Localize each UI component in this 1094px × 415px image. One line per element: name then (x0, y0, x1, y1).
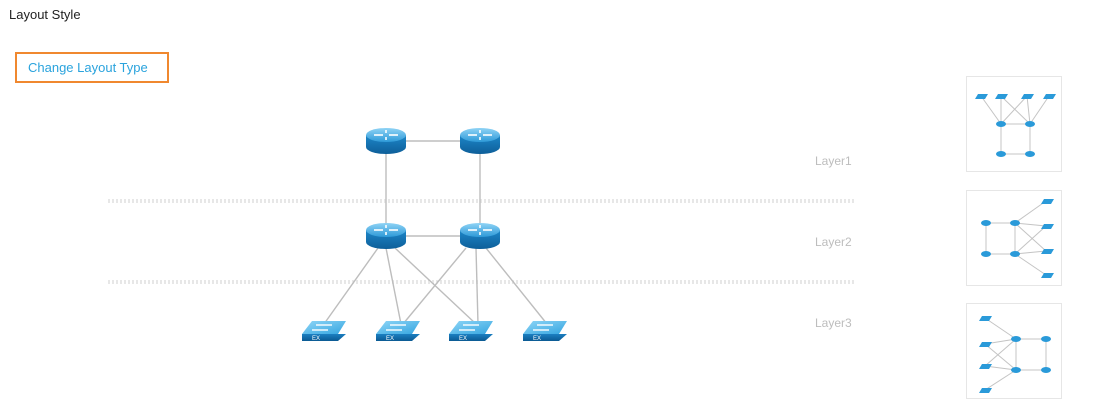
link (385, 247, 402, 325)
page-title: Layout Style (9, 7, 81, 22)
layout-option-mesh[interactable] (966, 303, 1062, 399)
layer-label-1: Layer1 (815, 154, 852, 168)
link (394, 247, 477, 325)
router-icon[interactable] (460, 128, 500, 154)
layout-option-horizontal-tree[interactable] (966, 190, 1062, 286)
router-icon[interactable] (460, 223, 500, 249)
horizontal-tree-layout-icon (981, 199, 1054, 278)
layout-option-hierarchical[interactable] (966, 76, 1062, 172)
switch-icon[interactable]: EX (523, 321, 567, 342)
links (323, 140, 548, 325)
switch-icon[interactable]: EX (376, 321, 420, 342)
link (323, 247, 379, 325)
layer-label-3: Layer3 (815, 316, 852, 330)
link (475, 247, 479, 325)
switch-icon[interactable]: EX (449, 321, 493, 342)
mesh-layout-icon (979, 316, 1051, 393)
link (485, 247, 548, 325)
router-icon[interactable] (366, 128, 406, 154)
switch-label: EX (533, 336, 541, 342)
layer-label-2: Layer2 (815, 235, 852, 249)
switch-label: EX (459, 336, 467, 342)
switch-icon[interactable]: EX (302, 321, 346, 342)
change-layout-type-button[interactable]: Change Layout Type (15, 52, 169, 83)
switch-label: EX (386, 336, 394, 342)
hierarchical-layout-icon (975, 94, 1056, 157)
router-icon[interactable] (366, 223, 406, 249)
switch-label: EX (312, 336, 320, 342)
link (402, 247, 467, 325)
